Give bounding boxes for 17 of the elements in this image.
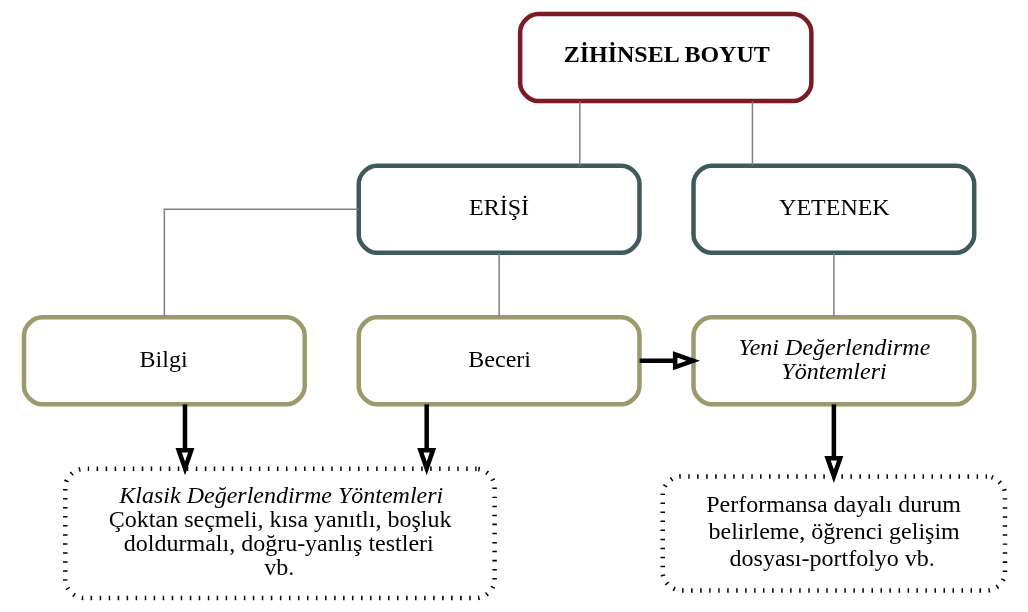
node-box: ERİŞİ — [356, 163, 642, 255]
node-box: Klasik Değerlendirme Yöntemleri Çoktan seçmeli, kısa yanıtlı, boşluk doldurmalı, doğru-yanlış testleri vb. — [62, 466, 497, 601]
connector — [497, 252, 500, 318]
node-box: Performansa dayalı durum belirleme, öğrenci gelişim dosyası-portfolyo vb. — [660, 474, 1007, 593]
connector — [751, 100, 753, 167]
node-box: Yeni Değerlendirme Yöntemleri — [690, 315, 976, 407]
arrow — [823, 404, 843, 483]
connector — [832, 252, 835, 318]
node-box: Bilgi — [21, 315, 307, 407]
node-box: ZİHİNSEL BOYUT — [517, 11, 814, 104]
arrow — [175, 404, 194, 476]
connector — [578, 100, 581, 167]
connector — [163, 208, 359, 318]
arrow — [416, 404, 436, 476]
node-box: YETENEK — [690, 163, 976, 255]
arrow — [639, 351, 700, 371]
node-box: Beceri — [356, 315, 642, 407]
